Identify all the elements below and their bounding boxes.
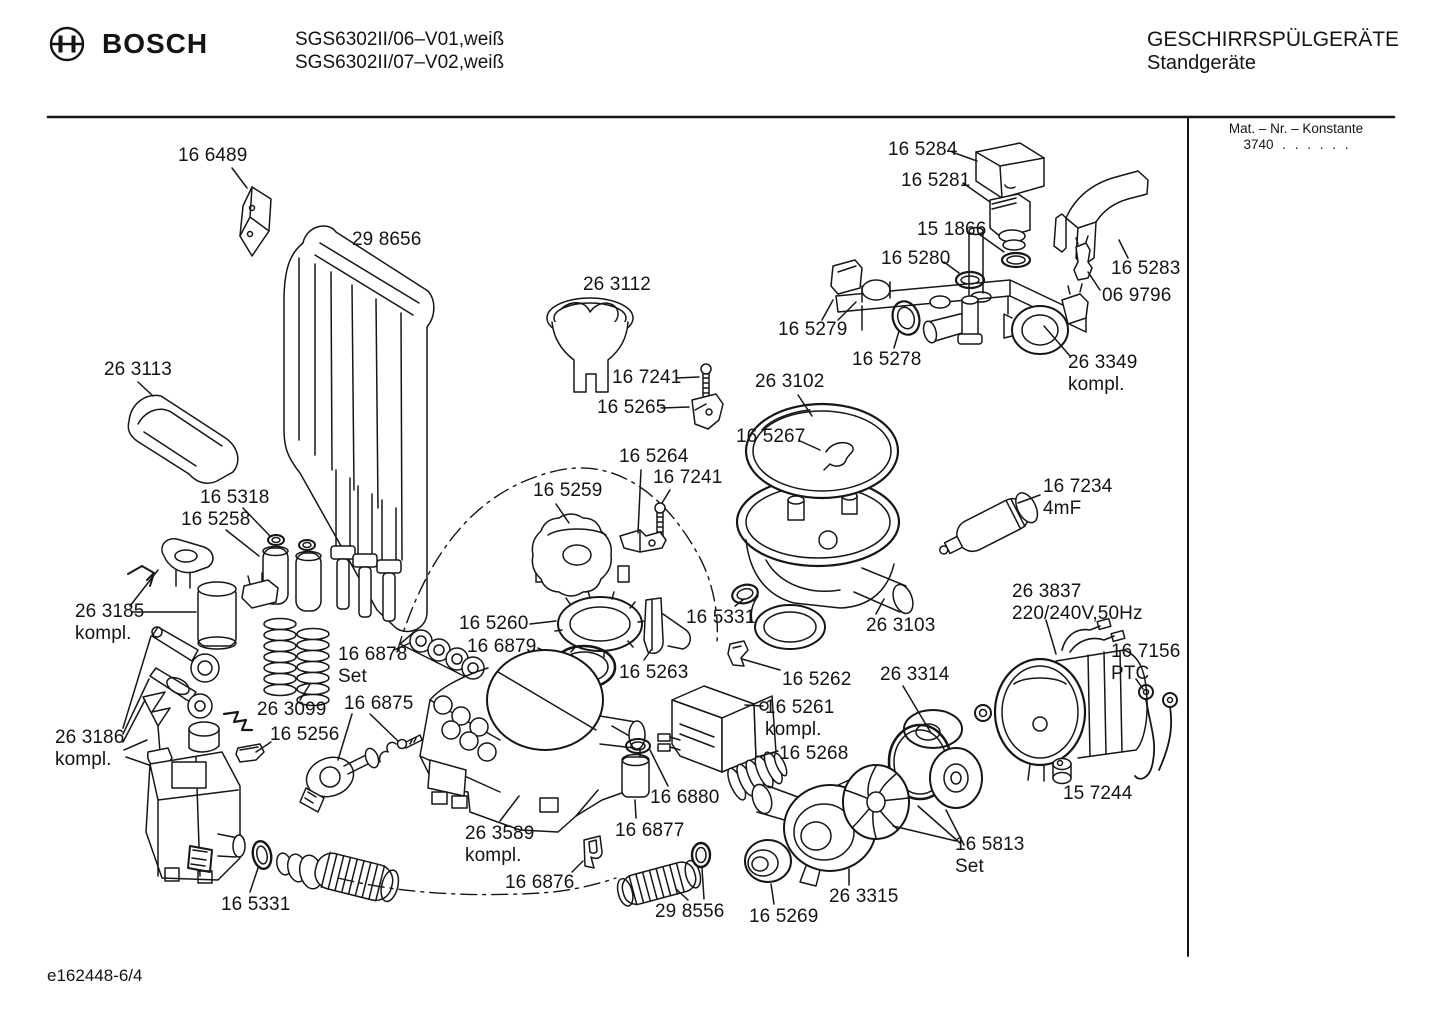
part-label-26-3103: 26 3103	[866, 615, 936, 636]
part-label-16-5258: 16 5258	[181, 509, 251, 530]
part-label-15-1866: 15 1866	[917, 219, 987, 240]
part-label-16-6876: 16 6876	[505, 872, 575, 893]
part-label-16-6877: 16 6877	[615, 820, 685, 841]
part-label-16-5262: 16 5262	[782, 669, 852, 690]
part-label-26-3186: 26 3186 kompl.	[55, 727, 125, 770]
document-title: GESCHIRRSPÜLGERÄTE	[1147, 28, 1400, 51]
part-label-16-5268: 16 5268	[779, 743, 849, 764]
part-label-16-6875: 16 6875	[344, 693, 414, 714]
document-subtitle: Standgeräte	[1147, 52, 1256, 74]
part-label-26-3112: 26 3112	[583, 274, 651, 295]
model-variant-2: SGS6302II/07–V02,weiß	[295, 52, 505, 73]
part-label-16-5281: 16 5281	[901, 170, 971, 191]
art-knob-165259	[531, 503, 630, 597]
art-sump-group	[731, 394, 914, 650]
art-dispenser-group	[943, 142, 1149, 303]
part-label-16-6878: 16 6878 Set	[338, 644, 408, 687]
part-label-16-5263: 16 5263	[619, 662, 689, 683]
art-rings-caps	[393, 590, 646, 690]
art-bracket-screw-lower	[619, 469, 671, 553]
part-label-26-3185: 26 3185 kompl.	[75, 601, 145, 644]
part-label-26-3113: 26 3113	[104, 359, 172, 380]
art-cylinders-166880	[621, 738, 669, 819]
part-label-26-3315: 26 3315	[829, 886, 899, 907]
art-switch-165261	[657, 685, 777, 773]
part-label-16-6879: 16 6879	[467, 636, 537, 657]
part-label-16-7156: 16 7156 PTC	[1111, 641, 1181, 684]
art-screw-bracket-upper	[660, 363, 724, 430]
part-label-16-5318: 16 5318	[200, 487, 270, 508]
part-label-26-3099: 26 3099	[257, 699, 327, 720]
part-label-16-5331: 16 5331	[686, 607, 756, 628]
part-label-16-6489: 16 6489	[178, 145, 248, 166]
art-hose-298556	[571, 835, 712, 907]
part-label-16-5264: 16 5264	[619, 446, 689, 467]
art-manifold-263349	[821, 226, 1089, 357]
bosch-logo-icon	[49, 26, 85, 62]
art-linkage-263186	[122, 626, 272, 884]
part-label-26-3589: 26 3589 kompl.	[465, 823, 535, 866]
page-rules	[46, 115, 1396, 957]
part-label-16-5265: 16 5265	[597, 397, 667, 418]
art-cover-263113	[127, 381, 239, 484]
part-label-16-5256: 16 5256	[270, 724, 340, 745]
part-label-16-7234: 16 7234 4mF	[1043, 476, 1113, 519]
art-dashdot-curves	[337, 467, 719, 896]
part-label-16-6880: 16 6880	[650, 787, 720, 808]
mat-nr-label: Mat. – Nr. – Konstante	[1228, 121, 1364, 136]
part-label-26-3837: 26 3837 220/240V,50Hz	[1012, 581, 1143, 624]
part-label-16-7241: 16 7241	[612, 367, 682, 388]
art-bracket-165263	[643, 597, 691, 661]
art-actuator-166875	[299, 713, 423, 813]
part-label-29-8556: 29 8556	[655, 901, 725, 922]
part-label-16-5261: 16 5261 kompl.	[765, 697, 835, 740]
part-label-26-3102: 26 3102	[755, 371, 825, 392]
art-clip-165262	[727, 640, 781, 671]
part-label-15-7244: 15 7244	[1063, 783, 1133, 804]
part-label-16-5284: 16 5284	[888, 139, 958, 160]
part-label-16-7241: 16 7241	[653, 467, 723, 488]
part-label-16-5267: 16 5267	[736, 426, 806, 447]
art-motor-263837	[993, 617, 1178, 785]
part-label-16-5331: 16 5331	[221, 894, 291, 915]
art-impeller-set	[842, 685, 992, 846]
art-spring-165268	[727, 750, 788, 801]
art-valve-263185	[127, 537, 279, 650]
part-label-16-5280: 16 5280	[881, 248, 951, 269]
part-label-16-5269: 16 5269	[749, 906, 819, 927]
part-label-26-3349: 26 3349 kompl.	[1068, 352, 1138, 395]
art-clip-166489	[231, 167, 272, 257]
mat-nr-value: 3740 . . . . . .	[1243, 137, 1349, 152]
mat-nr-box: Mat. – Nr. – Konstante 3740 . . . . . .	[1196, 121, 1396, 153]
art-sump-housing-263589	[419, 649, 646, 833]
part-label-16-5283: 16 5283	[1111, 258, 1181, 279]
part-label-16-5813: 16 5813 Set	[955, 834, 1025, 877]
art-funnel-263112	[546, 297, 634, 393]
part-label-29-8656: 29 8656	[352, 229, 422, 250]
document-id: e162448-6/4	[47, 966, 143, 985]
part-label-06-9796: 06 9796	[1102, 285, 1172, 306]
art-heat-exchanger	[283, 225, 435, 633]
brand-wordmark: BOSCH	[102, 28, 209, 59]
part-label-16-5259: 16 5259	[533, 480, 603, 501]
model-variant-1: SGS6302II/06–V01,weiß	[295, 29, 505, 50]
art-connector-bottom-left	[249, 839, 400, 903]
art-sleeves-springs	[225, 507, 330, 707]
part-label-16-5278: 16 5278	[852, 349, 922, 370]
part-label-26-3314: 26 3314	[880, 664, 950, 685]
art-capacitor-167234	[939, 492, 1041, 555]
part-label-16-5279: 16 5279	[778, 319, 848, 340]
part-label-16-5260: 16 5260	[459, 613, 529, 634]
